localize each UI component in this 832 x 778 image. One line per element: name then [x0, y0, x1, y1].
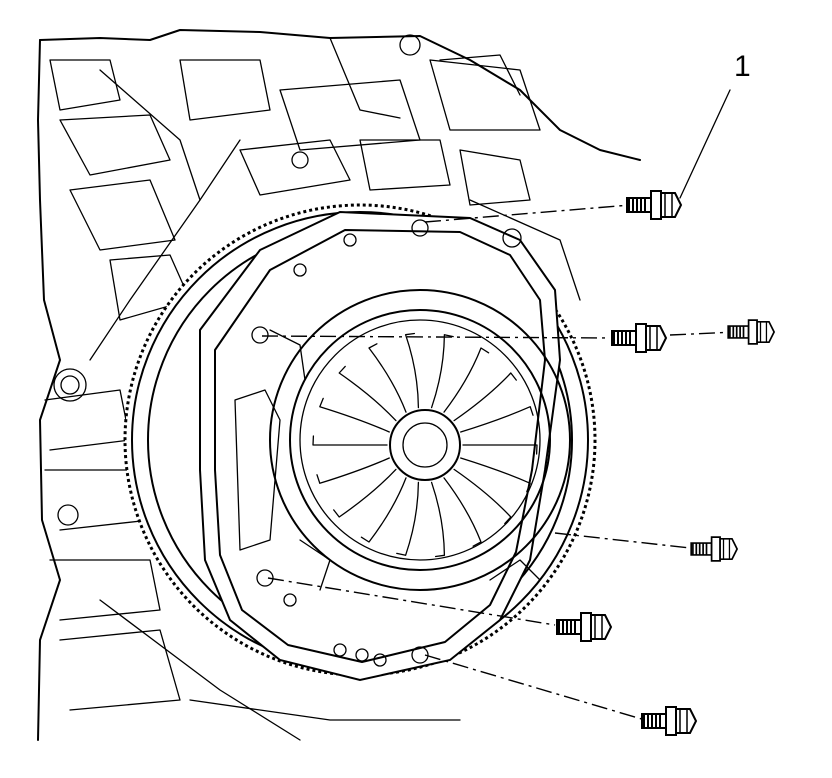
bolt — [641, 706, 698, 736]
bolt — [626, 190, 683, 220]
bolt — [611, 323, 668, 353]
spring-finger — [404, 332, 420, 409]
spring-finger — [312, 435, 388, 446]
pressure-plate — [199, 210, 571, 682]
spring-finger — [453, 468, 512, 525]
bolt — [556, 612, 613, 642]
callout-number: 1 — [734, 50, 751, 83]
spring-finger — [443, 477, 482, 547]
spring-finger — [430, 334, 454, 409]
spring-finger — [460, 406, 534, 433]
leader-lines — [261, 89, 736, 721]
spring-finger — [319, 397, 390, 433]
spring-finger — [453, 372, 517, 422]
bolts — [556, 190, 776, 736]
spring-finger — [333, 468, 397, 518]
spring-finger — [430, 481, 446, 558]
spring-finger — [368, 343, 407, 413]
spring-finger — [360, 477, 407, 543]
spring-finger — [316, 457, 390, 484]
diaphragm-spring — [312, 332, 538, 558]
bolt — [727, 319, 776, 345]
spring-finger — [338, 365, 397, 422]
spring-finger — [443, 347, 490, 413]
engine-housing — [37, 29, 641, 741]
spring-finger — [460, 457, 531, 493]
spring-finger — [462, 444, 538, 455]
bolt — [690, 536, 739, 562]
spring-finger — [396, 481, 420, 556]
